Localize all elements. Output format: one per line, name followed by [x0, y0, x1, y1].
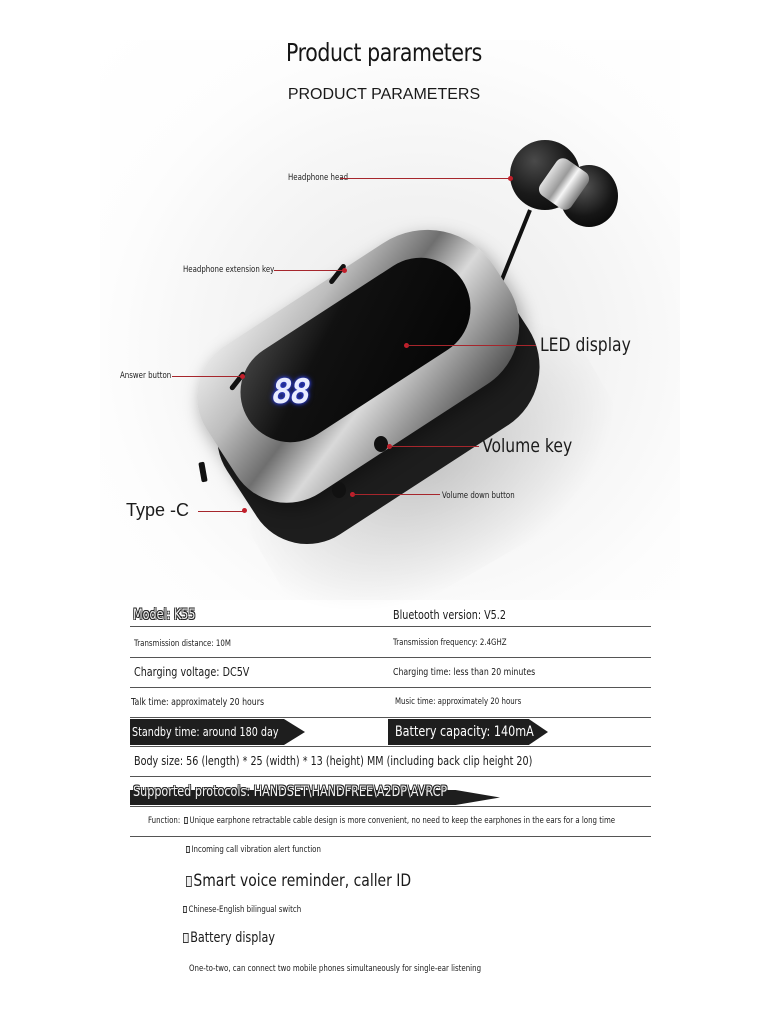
page-title: Product parameters: [286, 38, 482, 67]
volume-down-button: [332, 482, 346, 498]
spec-model: Model: K55: [133, 607, 196, 623]
callout-dot: [242, 508, 247, 513]
volume-up-button: [374, 436, 388, 452]
spec-band-dark: [130, 790, 500, 805]
function-label: Function:: [148, 816, 181, 826]
function-item: Battery display: [183, 930, 275, 946]
callout-answer-button: Answer button: [120, 371, 172, 381]
callout-line: [274, 270, 344, 271]
callout-dot: [240, 374, 245, 379]
callout-volume-key: Volume key: [482, 435, 573, 457]
spec-standby-time: Standby time: around 180 day: [132, 725, 279, 739]
function-item: Incoming call vibration alert function: [186, 845, 321, 855]
spec-transmission-frequency: Transmission frequency: 2.4GHZ: [393, 638, 507, 648]
callout-line: [352, 494, 440, 495]
callout-line: [389, 446, 479, 447]
function-item: Smart voice reminder, caller ID: [186, 871, 411, 891]
spec-transmission-distance: Transmission distance: 10M: [134, 639, 231, 649]
callout-headphone-extension-key: Headphone extension key: [183, 265, 275, 275]
divider: [130, 657, 651, 658]
divider: [130, 746, 651, 747]
function-item: Unique earphone retractable cable design…: [184, 816, 615, 826]
bullet-icon: [183, 906, 187, 913]
spec-battery-capacity: Battery capacity: 140mA: [395, 724, 534, 740]
divider: [130, 806, 651, 807]
callout-line: [198, 511, 244, 512]
spec-charging-voltage: Charging voltage: DC5V: [134, 665, 250, 679]
callout-dot: [508, 176, 513, 181]
spec-charging-time: Charging time: less than 20 minutes: [393, 667, 536, 678]
function-item: One-to-two, can connect two mobile phone…: [189, 964, 482, 974]
divider: [130, 687, 651, 688]
divider: [130, 776, 651, 777]
function-item: Chinese-English bilingual switch: [183, 905, 301, 915]
product-illustration: 88 Headphone head Headphone extension ke…: [120, 140, 653, 660]
callout-line: [340, 178, 510, 179]
spec-body-size: Body size: 56 (length) * 25 (width) * 13…: [134, 754, 533, 768]
callout-line: [406, 345, 536, 346]
callout-type-c: Type -C: [126, 500, 190, 520]
spec-band-dark: [130, 719, 305, 745]
spec-band-dark: [388, 719, 548, 745]
spec-music-time: Music time: approximately 20 hours: [395, 697, 522, 707]
bullet-icon: [184, 817, 188, 824]
type-c-port: [198, 461, 208, 483]
bullet-icon: [186, 875, 192, 887]
callout-headphone-head: Headphone head: [288, 173, 349, 183]
led-digits: 88: [268, 372, 313, 412]
spec-supported-protocols: Supported protocols: HANDSET\HANDFREE\A2…: [133, 784, 448, 800]
callout-volume-down-button: Volume down button: [442, 491, 515, 501]
divider: [130, 717, 651, 718]
divider: [130, 626, 651, 627]
spec-bluetooth-version: Bluetooth version: V5.2: [393, 608, 506, 622]
bullet-icon: [186, 846, 190, 853]
callout-led-display: LED display: [540, 334, 631, 356]
divider: [130, 836, 651, 837]
spec-talk-time: Talk time: approximately 20 hours: [131, 697, 265, 708]
callout-line: [172, 376, 242, 377]
bullet-icon: [183, 933, 189, 943]
callout-dot: [342, 268, 347, 273]
page-subtitle: PRODUCT PARAMETERS: [287, 86, 481, 103]
